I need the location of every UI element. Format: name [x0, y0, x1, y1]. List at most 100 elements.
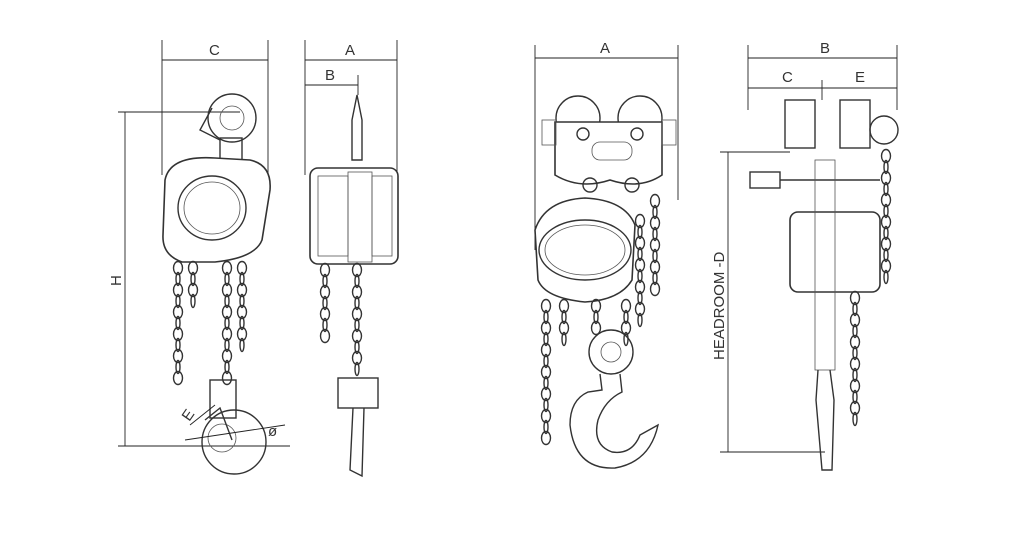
chain-link: [883, 181, 889, 197]
chain-link: [543, 331, 549, 347]
chain-icon: [351, 262, 363, 377]
hoist-body: [162, 156, 271, 263]
chain-link: [224, 271, 230, 287]
dimension-diameter-label: ø: [268, 423, 277, 440]
chain-link: [558, 320, 570, 336]
chain-link: [319, 328, 331, 344]
chain-link: [852, 367, 858, 383]
chain-link: [880, 148, 892, 164]
chain-link: [236, 260, 248, 276]
chain-link: [543, 397, 549, 413]
chain-link: [351, 262, 363, 278]
chain-link: [172, 304, 184, 320]
chain-link: [172, 326, 184, 342]
chain-link: [543, 419, 549, 435]
chain-link: [319, 284, 331, 300]
chain-icon: [620, 298, 632, 347]
chain-link: [883, 269, 889, 285]
chain-link: [852, 301, 858, 317]
chain-link: [172, 260, 184, 276]
chain-link: [543, 353, 549, 369]
chain-link: [540, 364, 552, 380]
hoist-body-side: [309, 167, 399, 265]
chain-link: [561, 331, 567, 347]
chain-link: [540, 320, 552, 336]
chain-link: [224, 293, 230, 309]
chain-link: [221, 304, 233, 320]
bottom-block-side: [337, 377, 379, 409]
dimension-b-label: B: [325, 67, 335, 84]
chain-link: [880, 236, 892, 252]
chain-link: [637, 268, 643, 284]
dimension-h-label: H: [108, 275, 125, 286]
chain-link: [880, 214, 892, 230]
chain-link: [852, 389, 858, 405]
chain-link: [175, 293, 181, 309]
hoist-front-view: C H E ø: [108, 40, 290, 475]
chain-link: [540, 430, 552, 446]
chain-link: [354, 339, 360, 355]
chain-link: [637, 290, 643, 306]
dimension-e-label: E: [179, 406, 199, 424]
dimension-c-label: C: [209, 42, 220, 59]
chain-link: [849, 356, 861, 372]
chain-link: [319, 262, 331, 278]
chain-link: [852, 411, 858, 427]
chain-link: [351, 284, 363, 300]
chain-icon: [540, 298, 552, 446]
chain-icon: [236, 260, 248, 353]
dimension-a-label: A: [345, 42, 355, 59]
chain-icon: [880, 148, 892, 285]
chain-link: [351, 350, 363, 366]
chain-link: [221, 326, 233, 342]
chain-link: [620, 320, 632, 336]
chain-link: [175, 337, 181, 353]
chain-link: [221, 260, 233, 276]
chain-icon: [558, 298, 570, 347]
chain-link: [649, 215, 661, 231]
chain-link: [649, 281, 661, 297]
chain-link: [849, 312, 861, 328]
chain-link: [351, 328, 363, 344]
chain-link: [221, 348, 233, 364]
chain-link: [849, 290, 861, 306]
chain-link: [172, 370, 184, 386]
chain-link: [224, 315, 230, 331]
chain-link: [637, 246, 643, 262]
chain-icon: [172, 260, 184, 386]
chain-link: [883, 247, 889, 263]
chain-icon: [849, 290, 861, 427]
chain-link: [652, 204, 658, 220]
dimension-a-label-trolley: A: [600, 40, 610, 57]
chain-link: [319, 306, 331, 322]
chain-link: [634, 213, 646, 229]
chain-link: [880, 170, 892, 186]
chain-link: [540, 298, 552, 314]
chain-link: [540, 408, 552, 424]
chain-link: [540, 342, 552, 358]
chain-link: [351, 306, 363, 322]
chain-link: [175, 271, 181, 287]
trolley-hoist-side-view: B C E HEADROOM -D: [711, 40, 899, 471]
chain-link: [883, 225, 889, 241]
chain-link: [883, 159, 889, 175]
chain-link: [652, 248, 658, 264]
chain-link: [561, 309, 567, 325]
chain-link: [849, 334, 861, 350]
chain-link: [239, 293, 245, 309]
dimension-c-label-trolley: C: [782, 69, 793, 86]
bottom-hook-side: [815, 369, 835, 471]
hoist-body-front: [534, 197, 636, 303]
hook-block: [588, 329, 634, 375]
chain-icon: [590, 298, 602, 336]
chain-link: [590, 320, 602, 336]
chain-link: [187, 282, 199, 298]
chain-link: [224, 359, 230, 375]
chain-link: [883, 203, 889, 219]
chain-link: [852, 345, 858, 361]
chain-link: [634, 257, 646, 273]
chain-link: [224, 337, 230, 353]
chain-link: [543, 375, 549, 391]
chain-link: [634, 301, 646, 317]
chain-link: [175, 359, 181, 375]
